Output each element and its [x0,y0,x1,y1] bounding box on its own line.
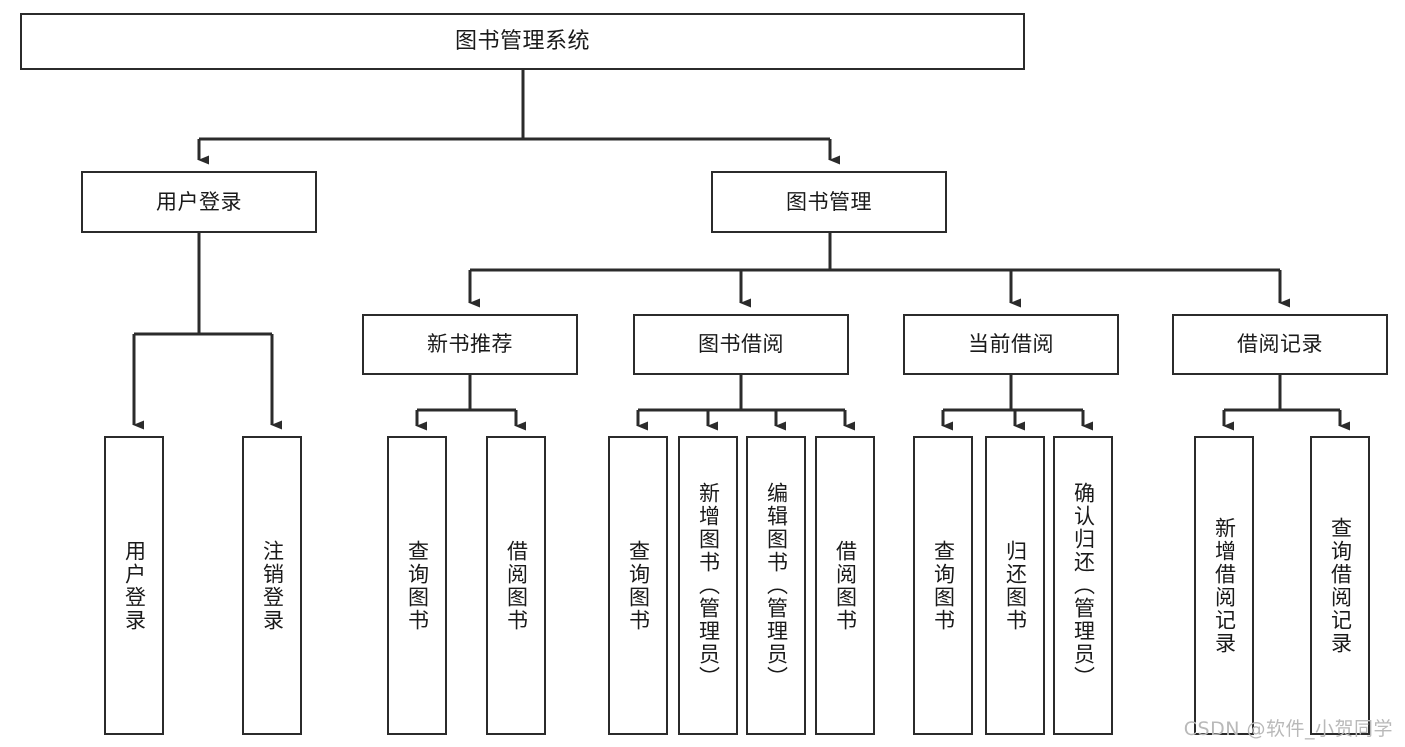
node-leaf-query-book-c[interactable]: 查询图书 [913,436,973,735]
node-current-borrow[interactable]: 当前借阅 [903,314,1119,375]
node-leaf-edit-book[interactable]: 编辑图书（管理员） [746,436,806,735]
node-current-borrow-label: 当前借阅 [968,332,1054,357]
node-leaf-confirm-return-label: 确认归还（管理员） [1071,482,1096,689]
node-leaf-query-record-label: 查询借阅记录 [1328,516,1353,655]
node-leaf-user-login-label: 用户登录 [122,539,147,632]
node-leaf-borrow-book-rec[interactable]: 借阅图书 [486,436,546,735]
node-leaf-query-book-b-label: 查询图书 [626,539,651,632]
node-root-label: 图书管理系统 [454,28,590,54]
node-user-login[interactable]: 用户登录 [81,171,317,233]
node-leaf-add-book-label: 新增图书（管理员） [696,482,721,689]
node-leaf-user-login[interactable]: 用户登录 [104,436,164,735]
node-user-login-label: 用户登录 [156,189,242,214]
node-leaf-add-book[interactable]: 新增图书（管理员） [678,436,738,735]
node-leaf-edit-book-label: 编辑图书（管理员） [764,482,789,689]
node-leaf-borrow-book-rec-label: 借阅图书 [504,539,529,632]
node-leaf-add-record-label: 新增借阅记录 [1212,516,1237,655]
node-leaf-return-book-label: 归还图书 [1003,539,1028,632]
node-book-borrow-label: 图书借阅 [698,332,784,357]
node-leaf-query-record[interactable]: 查询借阅记录 [1310,436,1370,735]
node-root[interactable]: 图书管理系统 [20,13,1025,70]
node-borrow-record-label: 借阅记录 [1237,332,1323,357]
node-leaf-add-record[interactable]: 新增借阅记录 [1194,436,1254,735]
node-leaf-borrow-book-b-label: 借阅图书 [833,539,858,632]
node-leaf-confirm-return[interactable]: 确认归还（管理员） [1053,436,1113,735]
node-leaf-query-book-b[interactable]: 查询图书 [608,436,668,735]
node-new-book-rec[interactable]: 新书推荐 [362,314,578,375]
node-book-manage[interactable]: 图书管理 [711,171,947,233]
node-leaf-query-book-c-label: 查询图书 [931,539,956,632]
node-leaf-logout[interactable]: 注销登录 [242,436,302,735]
node-book-manage-label: 图书管理 [786,189,872,214]
node-leaf-query-book-rec[interactable]: 查询图书 [387,436,447,735]
node-borrow-record[interactable]: 借阅记录 [1172,314,1388,375]
csdn-watermark: CSDN @软件_小贺同学 [1183,718,1393,740]
node-book-borrow[interactable]: 图书借阅 [633,314,849,375]
node-leaf-logout-label: 注销登录 [260,539,285,632]
node-new-book-rec-label: 新书推荐 [427,332,513,357]
node-leaf-query-book-rec-label: 查询图书 [405,539,430,632]
node-leaf-borrow-book-b[interactable]: 借阅图书 [815,436,875,735]
node-leaf-return-book[interactable]: 归还图书 [985,436,1045,735]
